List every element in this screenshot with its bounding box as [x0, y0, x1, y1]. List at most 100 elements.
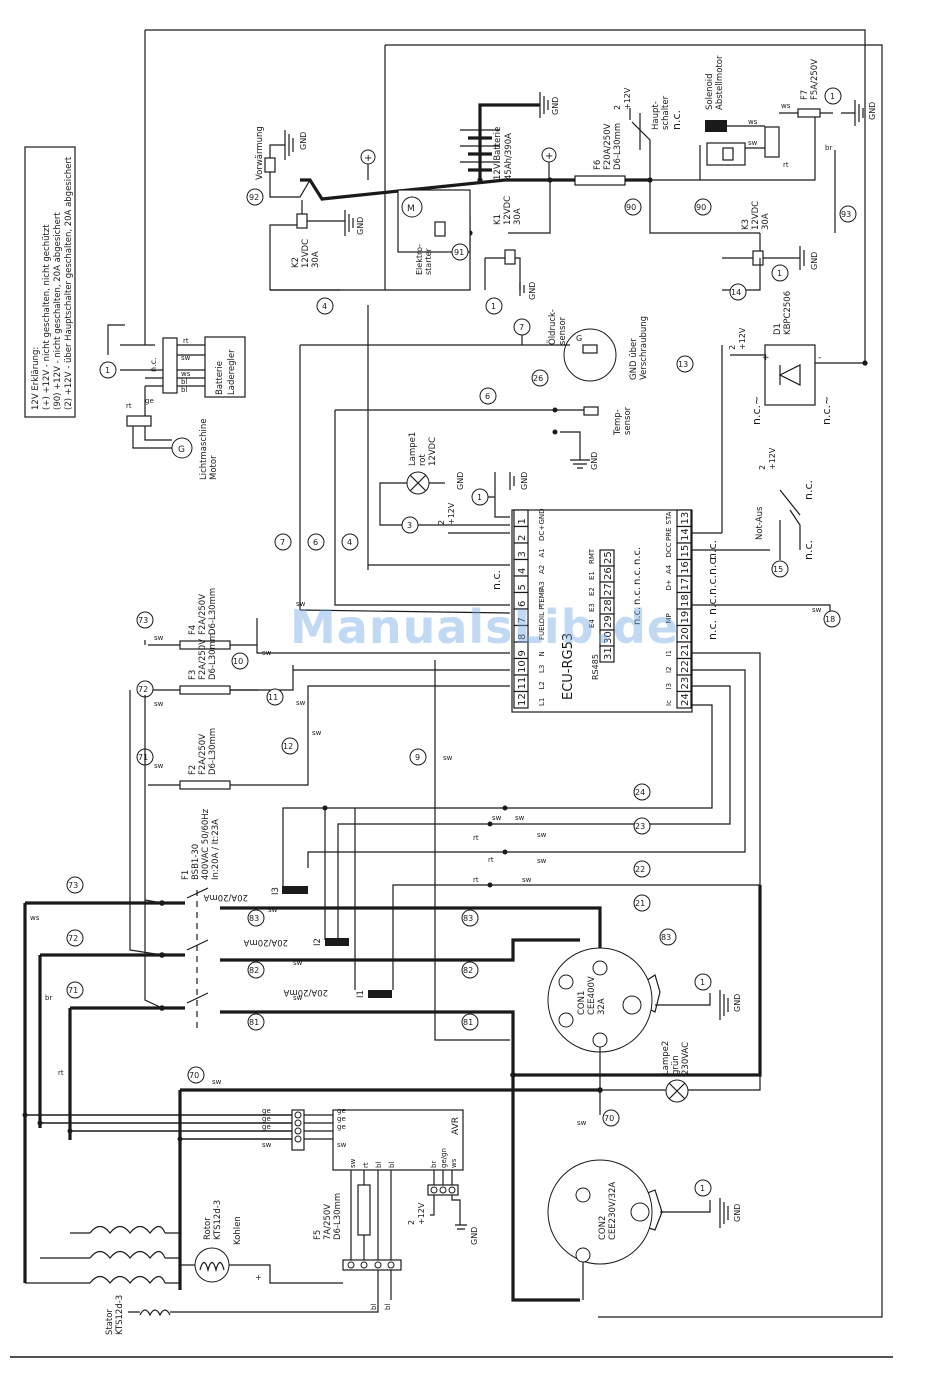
- node-71: 71: [68, 986, 78, 995]
- battery-charge-regulator: [204, 336, 246, 398]
- rotor-plus: +: [255, 1273, 262, 1282]
- node-11: 11: [268, 693, 278, 702]
- wire-sw-l1: sw: [312, 729, 322, 737]
- wire-sw-l2: sw: [296, 699, 306, 707]
- wire-rt-main: rt: [58, 1069, 64, 1077]
- f1-spec2: 400VAC 50/60Hz: [201, 808, 211, 880]
- node-92: 92: [249, 193, 259, 202]
- node-81-b: 81: [463, 1018, 473, 1027]
- node-83-c: 83: [661, 933, 671, 942]
- f2-spec: F2A/250V: [198, 734, 208, 775]
- f6-size: D6-L30mm: [613, 123, 623, 170]
- gnd-label-f7: GND: [868, 102, 877, 120]
- ecu-bottom-pin-number: 22: [680, 660, 691, 673]
- nc-ecu-19: n.c.: [706, 595, 719, 615]
- wire-br-f7: br: [825, 144, 832, 152]
- ecu-top-pin-box: [513, 690, 529, 709]
- wire-ws-avr: ws: [450, 1158, 458, 1168]
- ecu-mid-pin-number: 30: [603, 631, 614, 644]
- rs485-label: RS485: [591, 654, 600, 680]
- node-2-hauptschalter: 2: [613, 105, 622, 110]
- node-1-k3: 1: [777, 269, 782, 278]
- motor-label: Motor: [209, 455, 219, 480]
- node-93: 93: [841, 210, 851, 219]
- wire-ge-avr-2: ge: [262, 1115, 271, 1123]
- avr-regulator: AVR ge ge ge sw ge ge ge sw sw rt bl bl …: [22, 1107, 479, 1271]
- nc-ecu-e1: n.c.: [632, 547, 643, 565]
- legend-line-3: (2) +12V - über Hauptschalter geschalten…: [64, 156, 74, 410]
- ecu-bottom-pin-number: 23: [680, 677, 691, 690]
- node-72-top: 72: [138, 685, 148, 694]
- oeldrucksensor-label-2: sensor: [558, 316, 568, 345]
- ecu-bottom-pin-label: I3: [665, 683, 673, 690]
- gnd-label-avr: GND: [470, 1227, 479, 1245]
- node-18: 18: [825, 615, 835, 624]
- tempsensor-label-2: sensor: [623, 406, 633, 435]
- node-13: 13: [678, 360, 688, 369]
- lampe2-spec: 230VAC: [681, 1042, 691, 1075]
- node-10: 10: [233, 657, 243, 666]
- relay-k1-coil: [504, 249, 516, 265]
- rectifier-circuit: D1 KBPC2506 2 +12V + - n.c.~ n.c.~ 13 14…: [676, 258, 868, 628]
- wire-sw-81: sw: [293, 994, 303, 1002]
- ecu-mid-pin-number: 26: [603, 567, 614, 580]
- node-1-f7: 1: [830, 92, 835, 101]
- ecu-top-pin-label: GND: [538, 508, 546, 524]
- plus12-ecu: +12V: [447, 502, 456, 525]
- k1-amp: 30A: [513, 208, 523, 225]
- ecu-top-pin-label: N: [538, 651, 546, 656]
- stator-spec: KTS12d-3: [115, 1295, 125, 1335]
- node-24: 24: [635, 788, 645, 797]
- ecu-bottom-pin-number: 17: [680, 578, 691, 591]
- node-73-top: 73: [138, 616, 148, 625]
- wire-gegn-avr: ge/gn: [440, 1148, 448, 1168]
- node-70-b: 70: [604, 1114, 614, 1123]
- ecu-bottom-pin-label: Ic: [665, 700, 673, 706]
- f5-spec: 7A/250V: [323, 1204, 333, 1240]
- wire-sw-f4: sw: [154, 634, 164, 642]
- wire-sw-regulator: sw: [181, 354, 191, 362]
- node-7-left: 7: [280, 538, 285, 547]
- ecu-top-pin-label: TEMP: [538, 588, 546, 608]
- ecu-top-pin-number: 11: [517, 677, 528, 690]
- f6-spec: F20A/250V: [603, 123, 613, 170]
- battery-spec: 45Ah/390A: [504, 133, 514, 180]
- d1-plus: +: [762, 353, 770, 363]
- wire-bl-avr-out-2: bl: [388, 1162, 396, 1168]
- ct-i2-label: I2: [313, 938, 323, 946]
- fuse-f3: [179, 685, 231, 695]
- node-72: 72: [68, 934, 78, 943]
- node-91: 91: [454, 248, 464, 257]
- nc-hauptschalter: n.c.: [670, 110, 683, 130]
- con2-label: CON2: [598, 1216, 608, 1240]
- ecu-bottom-pin-number: 24: [680, 693, 691, 706]
- ecu-top-pin-number: 6: [517, 601, 528, 607]
- ct-i3: [282, 886, 308, 894]
- solenoid-connector: [764, 126, 780, 158]
- wire-sw-f2: sw: [154, 762, 164, 770]
- breaker-f1: F1 BSB1-30 400VAC 50/60Hz In:20A / It:23…: [181, 808, 221, 1030]
- relay-k3-coil: [752, 250, 764, 266]
- nc-ecu-dcc: n.c.: [706, 540, 719, 560]
- wire-bl-regulator-2: bl: [181, 386, 187, 394]
- generator-windings: + Rotor KTS12d-3 Kohlen bl bl Stator KTS…: [25, 1200, 392, 1335]
- wire-ge-avr-in-2: ge: [337, 1115, 346, 1123]
- ecu-top-pin-number: 12: [517, 693, 528, 706]
- node-6-left: 6: [313, 538, 318, 547]
- f2-size: D6-L30mm: [208, 728, 218, 775]
- ct-i3-label: I3: [271, 887, 281, 895]
- nc-d1-b: n.c.~: [820, 396, 833, 425]
- ct-i1: [368, 990, 392, 998]
- k3-amp: 30A: [761, 213, 771, 230]
- battery-label: 12V Batterie: [493, 127, 503, 180]
- fuse-f7: [797, 108, 821, 118]
- node-4-left: 4: [347, 538, 352, 547]
- kohlen-label: Kohlen: [233, 1216, 243, 1245]
- ecu-bottom-pin-label: MP: [665, 613, 673, 623]
- f4-size: D6-L30mm: [208, 588, 218, 635]
- f6-label: F6: [593, 160, 603, 170]
- node-6-top: 6: [485, 392, 490, 401]
- node-15: 15: [773, 565, 783, 574]
- node-2-ecu: 2: [437, 520, 446, 525]
